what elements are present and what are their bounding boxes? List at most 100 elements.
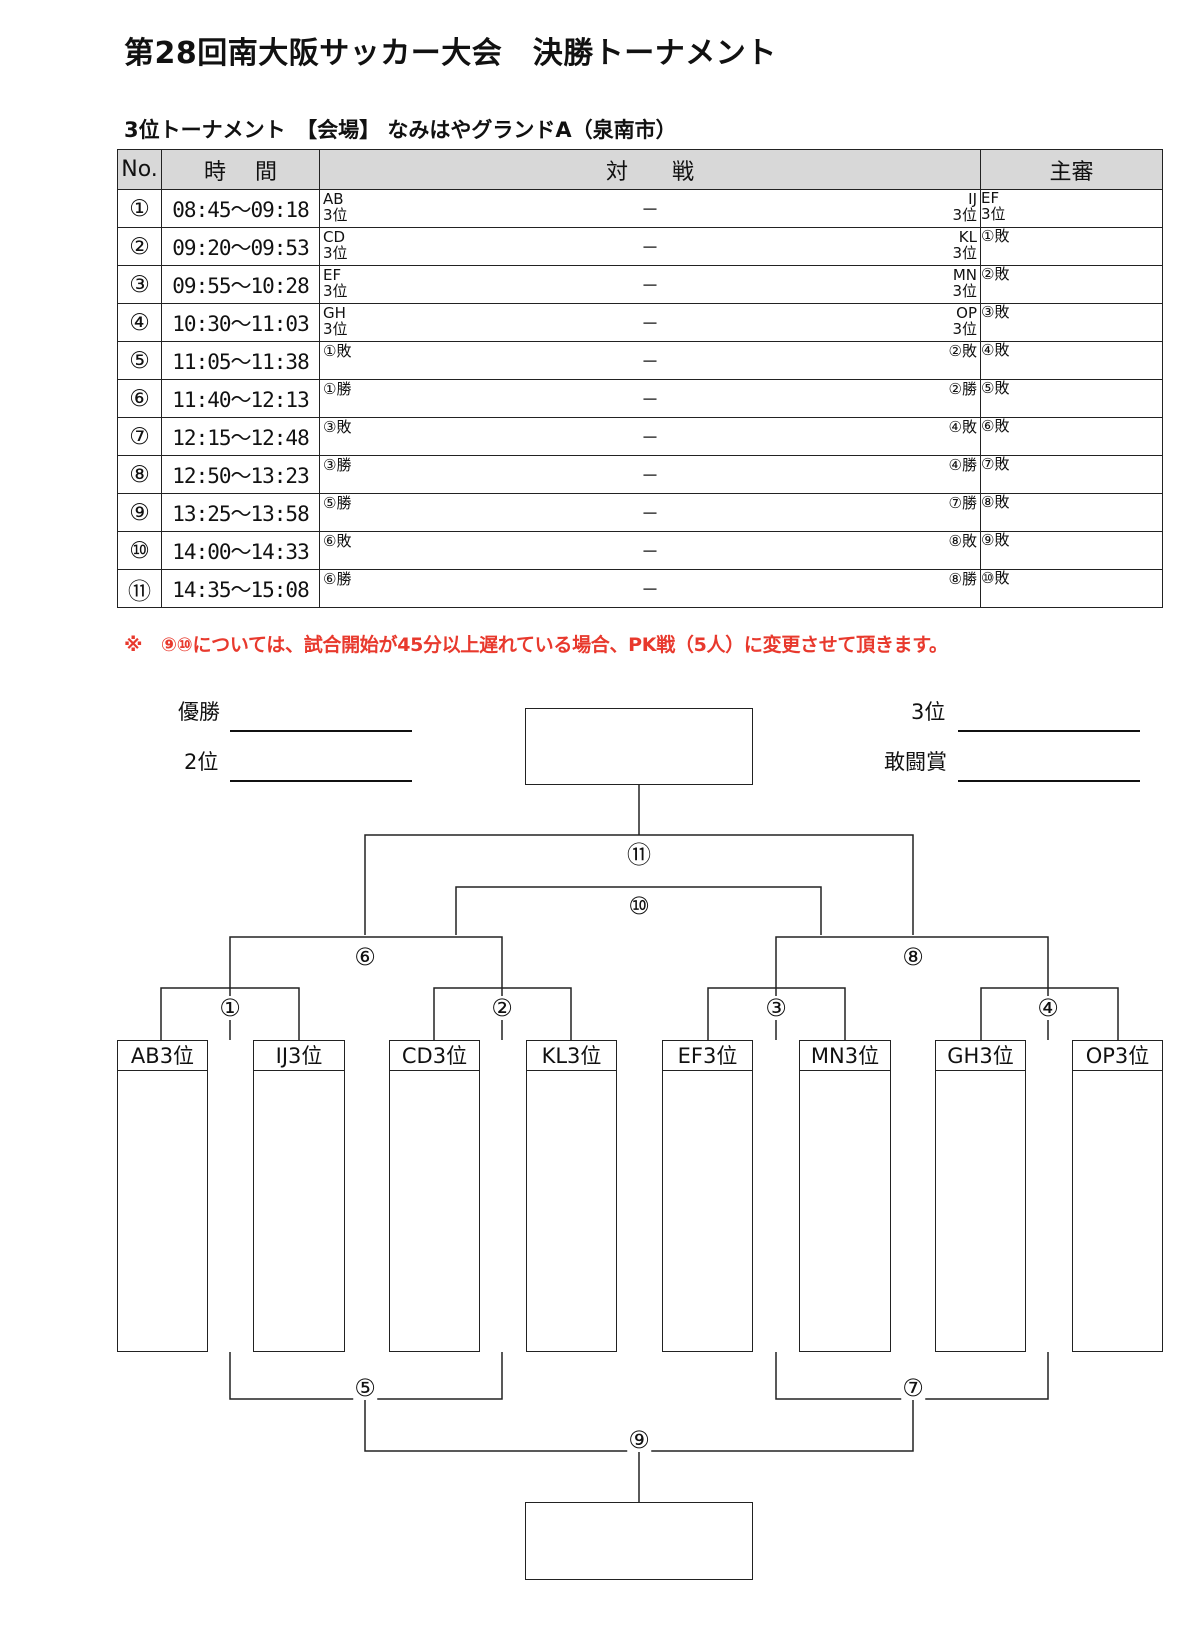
team-label: CD3位 xyxy=(390,1041,479,1071)
bracket-node-1: ① xyxy=(218,994,242,1022)
referee: ⑥敗 xyxy=(980,417,1163,456)
match-time: 12:15～12:48 xyxy=(161,417,320,456)
away-team: ②敗 xyxy=(948,342,977,360)
away-team: ④敗 xyxy=(948,418,977,436)
referee: ⑧敗 xyxy=(980,493,1163,532)
match-number: ③ xyxy=(117,265,162,304)
bracket-node-9: ⑨ xyxy=(627,1426,651,1454)
bracket-node-7: ⑦ xyxy=(901,1374,925,1402)
page-title: 第28回南大阪サッカー大会 決勝トーナメント xyxy=(124,36,777,71)
award-second-line xyxy=(230,780,412,782)
venue-subtitle: 3位トーナメント 【会場】 なみはやグランドA（泉南市） xyxy=(124,118,677,142)
match-pairing: CD 3位－KL 3位 xyxy=(319,227,981,266)
team-box-6: MN3位 xyxy=(799,1040,891,1352)
match-pairing: ①勝 － ②勝 xyxy=(319,379,981,418)
away-team: ⑧敗 xyxy=(948,532,977,550)
team-label: MN3位 xyxy=(800,1041,890,1071)
home-team: ①勝 xyxy=(323,380,352,398)
team-box-7: GH3位 xyxy=(935,1040,1026,1352)
team-label: IJ3位 xyxy=(254,1041,344,1071)
team-label: AB3位 xyxy=(118,1041,207,1071)
match-time: 08:45～09:18 xyxy=(161,189,320,228)
bracket-node-4: ④ xyxy=(1036,994,1060,1022)
match-time: 14:35～15:08 xyxy=(161,569,320,608)
versus-dash: － xyxy=(641,313,659,335)
match-number: ① xyxy=(117,189,162,228)
award-third-label: 3位 xyxy=(911,700,946,724)
versus-dash: － xyxy=(641,275,659,297)
away-team: OP 3位 xyxy=(952,304,977,338)
away-team: ②勝 xyxy=(948,380,977,398)
match-time: 10:30～11:03 xyxy=(161,303,320,342)
match-pairing: ③敗 － ④敗 xyxy=(319,417,981,456)
bracket-node-2: ② xyxy=(490,994,514,1022)
team-box-2: IJ3位 xyxy=(253,1040,345,1352)
away-team: ⑦勝 xyxy=(948,494,977,512)
award-second-label: 2位 xyxy=(184,750,219,774)
away-team: KL 3位 xyxy=(952,228,977,262)
away-team: ④勝 xyxy=(948,456,977,474)
home-team: ⑥勝 xyxy=(323,570,352,588)
bracket-node-10: ⑩ xyxy=(627,892,651,920)
header-time: 時 間 xyxy=(161,149,320,190)
away-team: IJ 3位 xyxy=(952,190,977,224)
referee: ⑤敗 xyxy=(980,379,1163,418)
away-team: MN 3位 xyxy=(952,266,977,300)
versus-dash: － xyxy=(641,427,659,449)
home-team: ③勝 xyxy=(323,456,352,474)
home-team: ①敗 xyxy=(323,342,352,360)
match-time: 11:40～12:13 xyxy=(161,379,320,418)
team-label: OP3位 xyxy=(1073,1041,1162,1071)
bracket-node-5: ⑤ xyxy=(353,1374,377,1402)
pk-note: ※ ⑨⑩については、試合開始が45分以上遅れている場合、PK戦（5人）に変更させ… xyxy=(124,634,948,656)
bracket-node-8: ⑧ xyxy=(901,943,925,971)
match-pairing: ③勝－④勝 xyxy=(319,455,981,494)
match-number: ⑪ xyxy=(117,569,162,608)
match-number: ⑤ xyxy=(117,341,162,380)
match-pairing: ⑥敗－⑧敗 xyxy=(319,531,981,570)
match-pairing: GH 3位 － OP 3位 xyxy=(319,303,981,342)
award-winner-line xyxy=(230,730,412,732)
match-time: 13:25～13:58 xyxy=(161,493,320,532)
match-pairing: ⑥勝 － ⑧勝 xyxy=(319,569,981,608)
award-fighting-label: 敢闘賞 xyxy=(884,750,947,774)
team-box-5: EF3位 xyxy=(662,1040,753,1352)
match-pairing: AB 3位－IJ 3位 xyxy=(319,189,981,228)
home-team: GH 3位 xyxy=(323,304,348,338)
bracket-node-11: ⑪ xyxy=(626,841,652,869)
bracket-node-3: ③ xyxy=(764,994,788,1022)
match9-result-box xyxy=(525,1502,753,1580)
versus-dash: － xyxy=(641,351,659,373)
referee: EF 3位 xyxy=(980,189,1163,228)
versus-dash: － xyxy=(641,389,659,411)
team-box-1: AB3位 xyxy=(117,1040,208,1352)
team-label: GH3位 xyxy=(936,1041,1025,1071)
home-team: ③敗 xyxy=(323,418,352,436)
bracket-node-6: ⑥ xyxy=(353,943,377,971)
award-winner-label: 優勝 xyxy=(178,700,220,724)
away-team: ⑧勝 xyxy=(948,570,977,588)
team-label: EF3位 xyxy=(663,1041,752,1071)
home-team: EF 3位 xyxy=(323,266,348,300)
match-number: ⑧ xyxy=(117,455,162,494)
versus-dash: － xyxy=(641,237,659,259)
referee: ⑦敗 xyxy=(980,455,1163,494)
team-box-4: KL3位 xyxy=(526,1040,617,1352)
referee: ⑩敗 xyxy=(980,569,1163,608)
referee: ③敗 xyxy=(980,303,1163,342)
table-header-row: No. 時 間 対 戦 主審 xyxy=(117,149,1163,190)
champion-box xyxy=(525,708,753,785)
referee: ④敗 xyxy=(980,341,1163,380)
versus-dash: － xyxy=(641,579,659,601)
versus-dash: － xyxy=(641,199,659,221)
